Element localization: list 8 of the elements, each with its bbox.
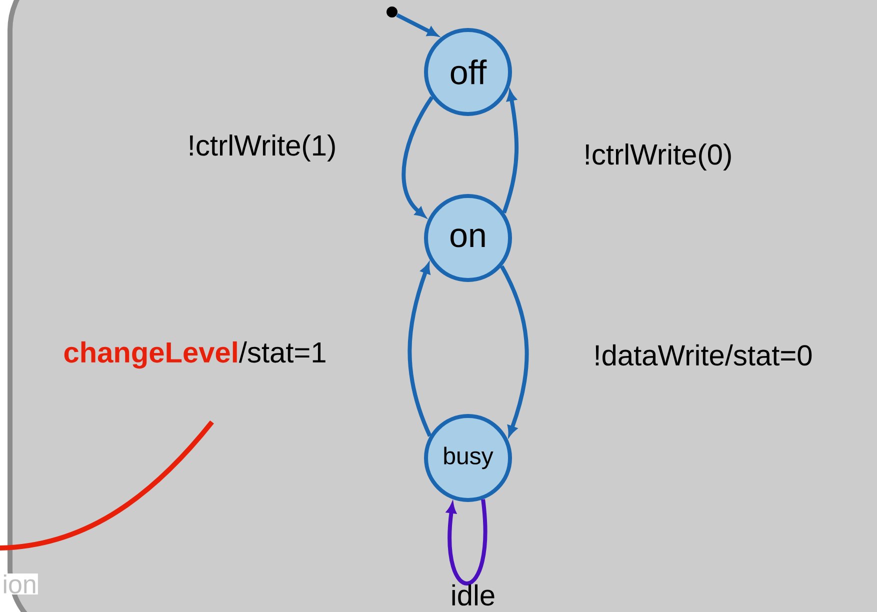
edge-label: !dataWrite/stat=0 <box>596 344 812 366</box>
edge-label: !ctrlWrite(1) <box>190 134 335 162</box>
edge-label: !ctrlWrite(0) <box>586 143 731 170</box>
edge-label: changeLevel/stat=1 <box>64 341 326 369</box>
arrow <box>402 96 434 218</box>
cut-off-text: ion <box>1 573 38 595</box>
arrow <box>446 499 488 586</box>
edge-label: idle <box>452 584 494 606</box>
